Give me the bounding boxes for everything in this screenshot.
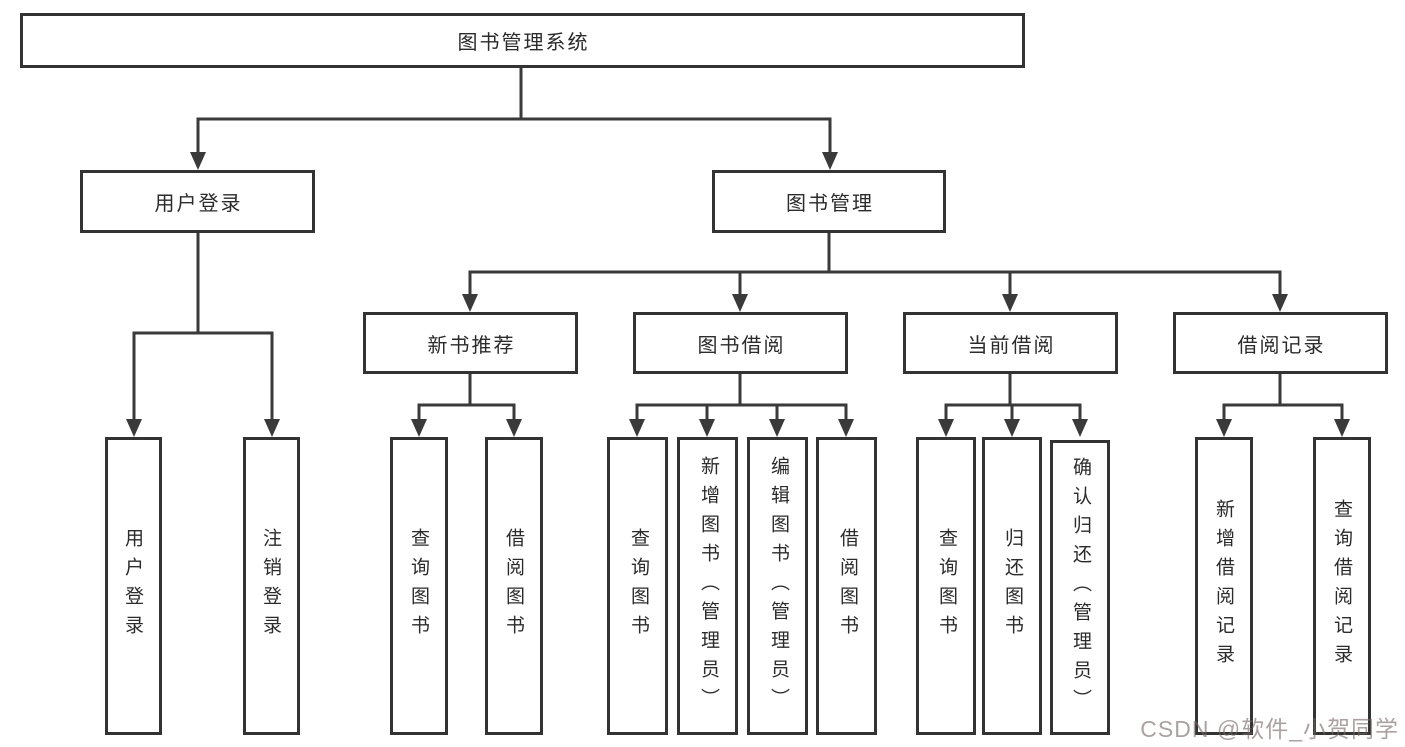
leaf-add-books-admin: 新增图书（管理员） [677, 437, 738, 735]
connector-user-login-to-leaves [126, 233, 280, 437]
node-user-login: 用户登录 [80, 170, 315, 233]
connector-book-management-to-level3 [462, 233, 1288, 312]
leaf-query-books-current: 查询图书 [916, 437, 976, 735]
connector-book-borrow-to-leaves [629, 374, 854, 437]
leaf-borrow-books: 借阅图书 [816, 437, 877, 735]
connector-borrow-record-to-leaves [1216, 374, 1350, 437]
connector-current-borrow-to-leaves [938, 374, 1088, 437]
leaf-query-books-recommend: 查询图书 [390, 437, 448, 735]
leaf-query-borrow-record: 查询借阅记录 [1313, 437, 1371, 735]
node-book-management: 图书管理 [712, 170, 946, 233]
leaf-user-login: 用户登录 [105, 437, 162, 735]
leaf-query-books-borrow: 查询图书 [607, 437, 668, 735]
leaf-return-books: 归还图书 [982, 437, 1042, 735]
leaf-add-borrow-record: 新增借阅记录 [1195, 437, 1253, 735]
node-book-borrow: 图书借阅 [633, 312, 848, 374]
node-root-library-system: 图书管理系统 [20, 13, 1025, 68]
connector-new-book-recommend-to-leaves [411, 374, 522, 437]
leaf-logout: 注销登录 [243, 437, 300, 735]
node-current-borrow: 当前借阅 [903, 312, 1118, 374]
node-borrow-record: 借阅记录 [1173, 312, 1388, 374]
leaf-edit-books-admin: 编辑图书（管理员） [747, 437, 808, 735]
node-new-book-recommend: 新书推荐 [363, 312, 578, 374]
connector-root-to-level2 [190, 68, 838, 170]
leaf-confirm-return-admin: 确认归还（管理员） [1050, 440, 1110, 735]
leaf-borrow-books-recommend: 借阅图书 [485, 437, 543, 735]
